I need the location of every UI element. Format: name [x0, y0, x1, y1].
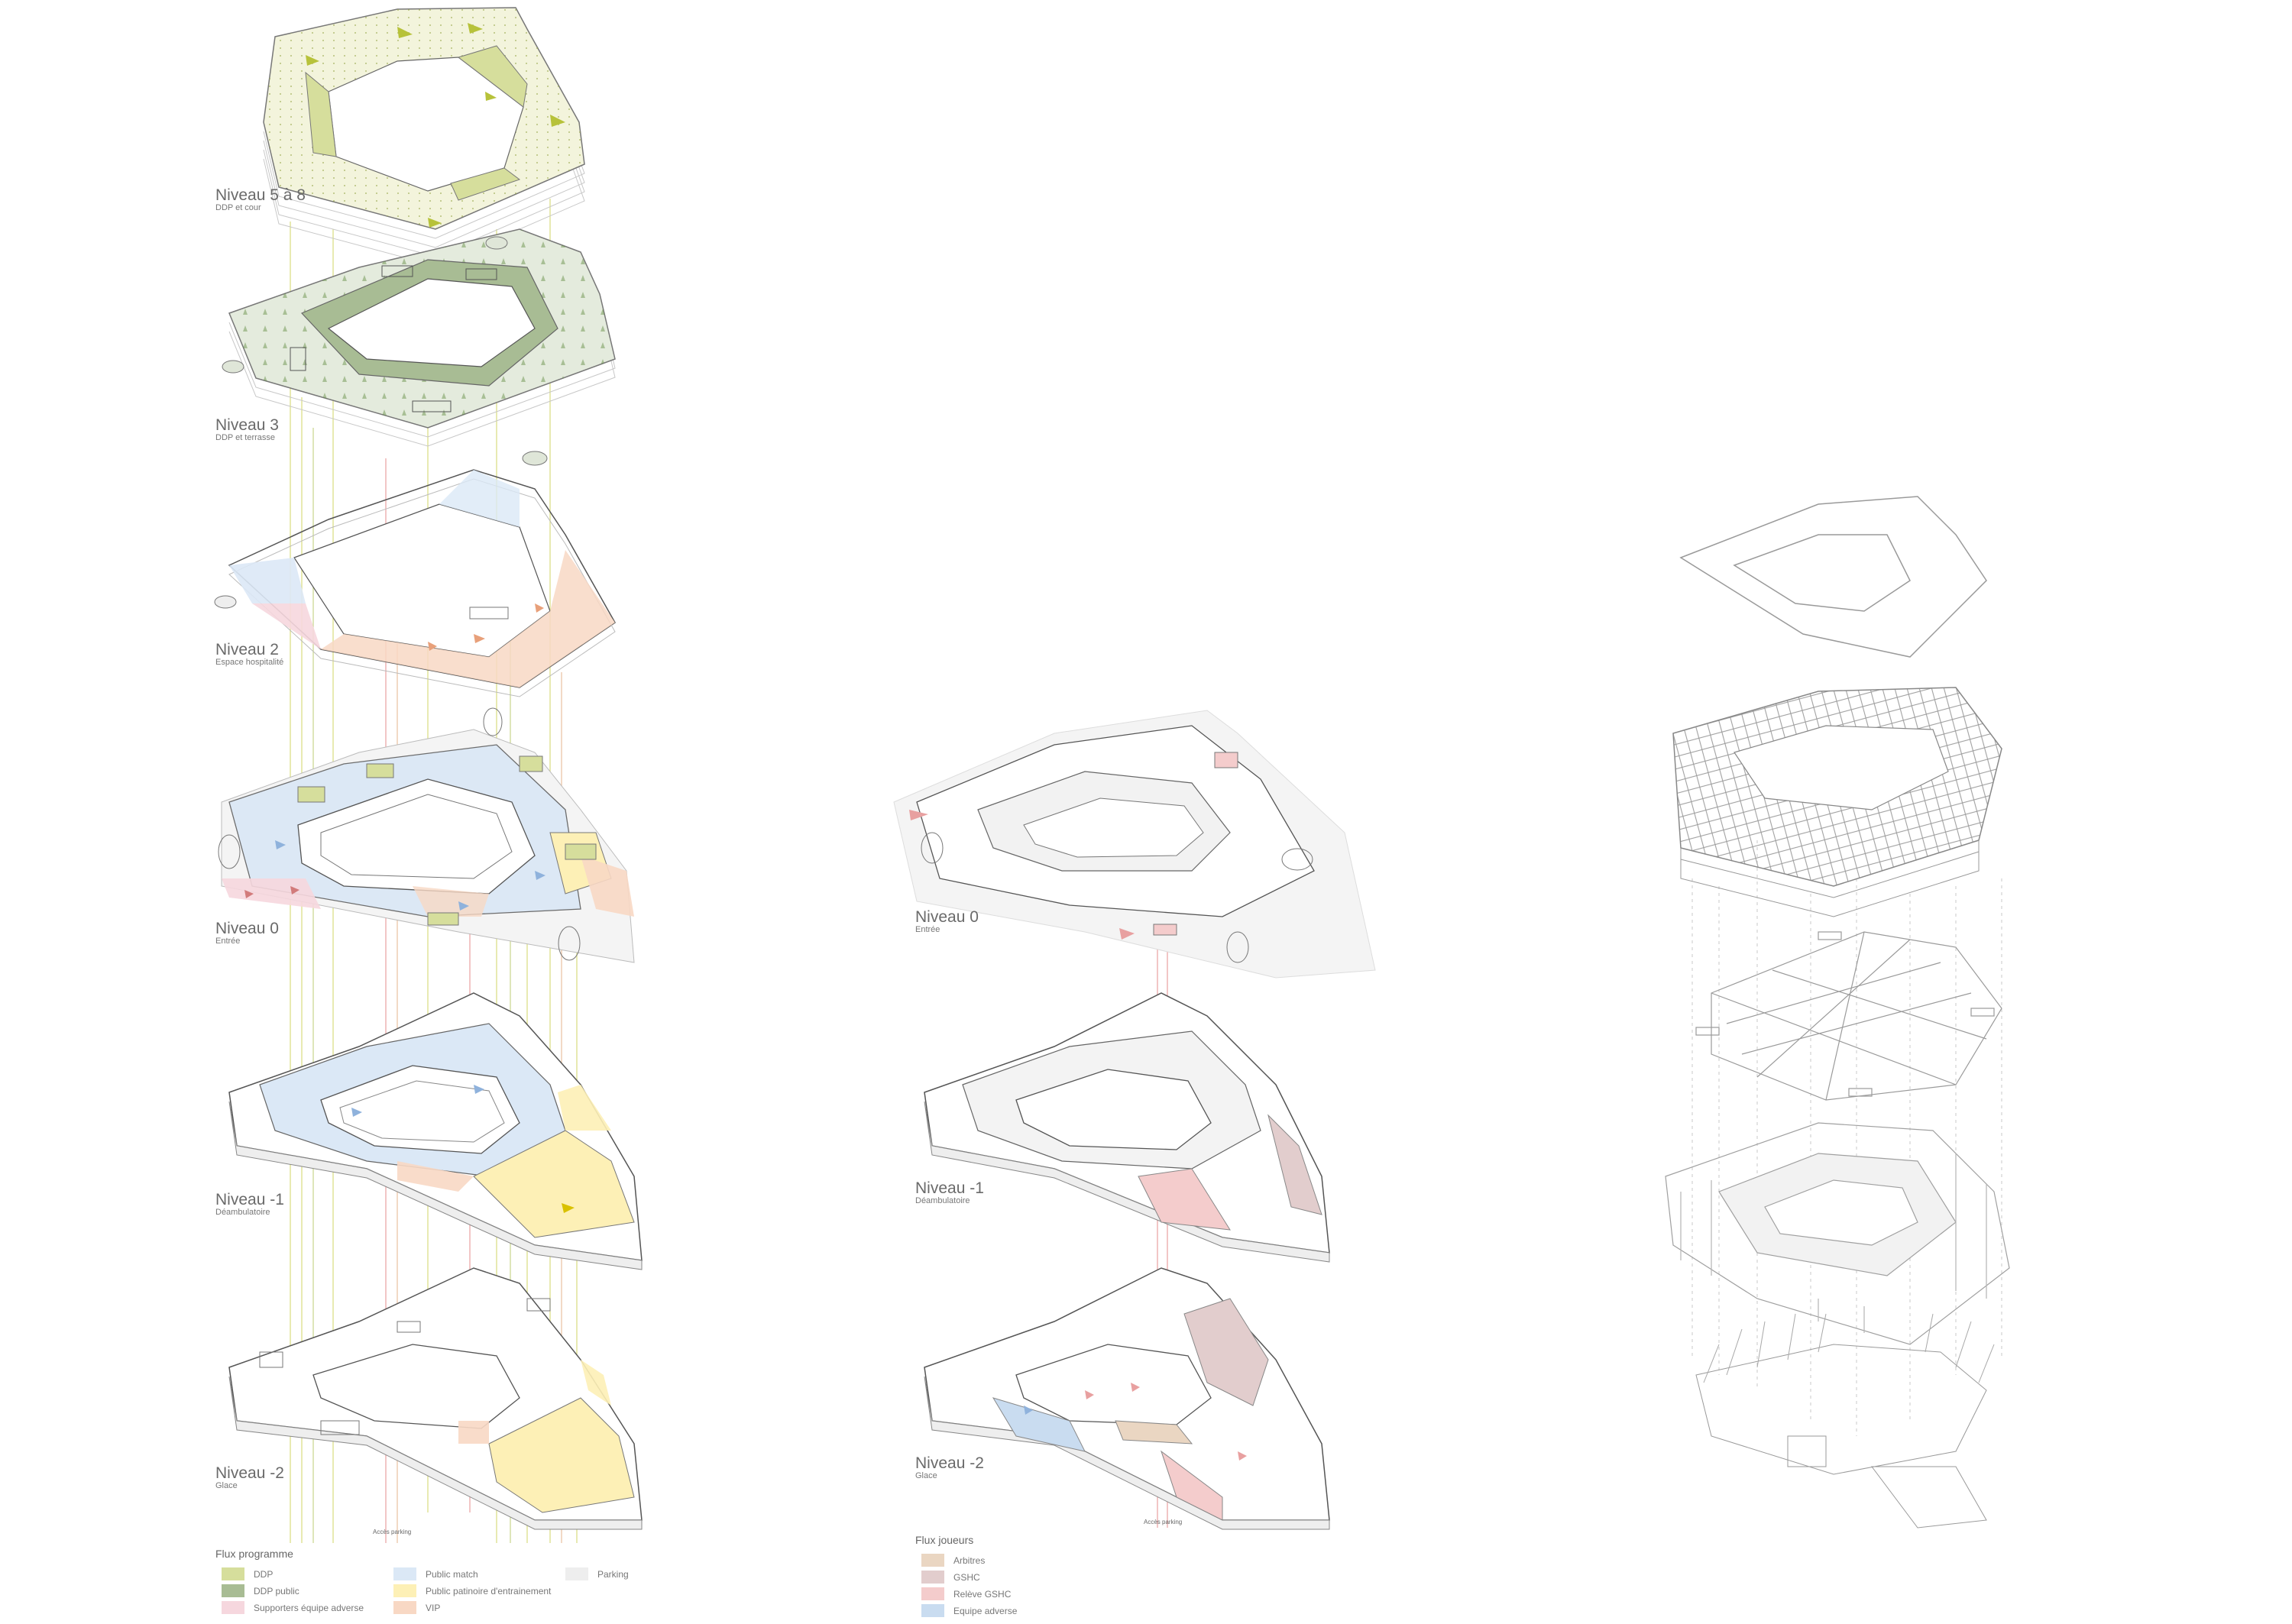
level-title-minus2: Niveau -2 — [215, 1464, 284, 1482]
parking-access-label: Accès parking — [373, 1529, 412, 1535]
legend-label-supporters: Supporters équipe adverse — [254, 1603, 364, 1613]
legend-joueurs-title: Flux joueurs — [915, 1534, 974, 1546]
level-subtitle-5-8: DDP et cour — [215, 203, 261, 212]
level-title-5-8: Niveau 5 à 8 — [215, 186, 306, 204]
legend-label-equipe-adverse: Equipe adverse — [953, 1606, 1018, 1616]
legend-label-gshc: GSHC — [953, 1572, 980, 1583]
level-subtitle-3: DDP et terrasse — [215, 433, 276, 442]
middle-level-subtitle-minus1: Déambulatoire — [915, 1196, 970, 1205]
legend-swatch-ddp — [222, 1567, 244, 1580]
right-foundation-columns — [1695, 1313, 1995, 1529]
vertical-guides-right — [1691, 840, 2002, 1436]
level-subtitle-minus2: Glace — [215, 1481, 238, 1490]
left-level-2-plan — [214, 469, 616, 697]
middle-level-minus1-plan — [924, 992, 1330, 1263]
legend-swatch-parking — [565, 1567, 588, 1580]
level-subtitle-minus1: Déambulatoire — [215, 1208, 270, 1217]
level-subtitle-2: Espace hospitalité — [215, 658, 284, 667]
left-level-5-8-plan — [263, 7, 585, 267]
legend-label-arbitres: Arbitres — [953, 1555, 986, 1566]
level-title-3: Niveau 3 — [215, 416, 279, 434]
middle-level-title-minus2: Niveau -2 — [915, 1454, 984, 1472]
level-title-minus1: Niveau -1 — [215, 1191, 284, 1208]
legend-swatch-equipe-adverse — [921, 1604, 944, 1617]
legend-label-ddp: DDP — [254, 1569, 274, 1580]
legend-swatch-public-patinoire — [393, 1584, 416, 1597]
level-subtitle-0: Entrée — [215, 937, 241, 946]
legend-swatch-public-match — [393, 1567, 416, 1580]
legend-label-public-match: Public match — [426, 1569, 478, 1580]
left-level-0-plan — [218, 707, 635, 963]
legend-label-releve-gshc: Relève GSHC — [953, 1589, 1012, 1600]
middle-level-title-0: Niveau 0 — [915, 908, 979, 926]
middle-level-subtitle-minus2: Glace — [915, 1471, 937, 1480]
legend-swatch-vip — [393, 1601, 416, 1614]
legend-label-parking: Parking — [597, 1569, 629, 1580]
legend-label-vip: VIP — [426, 1603, 441, 1613]
left-level-3-plan — [222, 228, 616, 466]
right-bowl-structure — [1665, 1122, 2010, 1345]
legend-swatch-ddp-public — [222, 1584, 244, 1597]
middle-level-subtitle-0: Entrée — [915, 925, 940, 934]
level-title-0: Niveau 0 — [215, 920, 279, 937]
legend-swatch-supporters — [222, 1601, 244, 1614]
middle-level-title-minus1: Niveau -1 — [915, 1179, 984, 1197]
right-roof-truss — [1695, 931, 2002, 1101]
right-facade-lattice — [1672, 687, 2002, 917]
middle-level-0-plan — [893, 710, 1376, 979]
left-level-minus2-plan — [228, 1267, 643, 1530]
legend-label-public-patinoire: Public patinoire d'entrainement — [426, 1586, 552, 1597]
left-level-minus1-plan — [228, 992, 643, 1270]
legend-swatch-releve-gshc — [921, 1587, 944, 1600]
legend-swatch-gshc — [921, 1571, 944, 1584]
legend-swatch-arbitres — [921, 1554, 944, 1567]
legend-label-ddp-public: DDP public — [254, 1586, 299, 1597]
middle-parking-access-label: Accès parking — [1144, 1519, 1183, 1525]
middle-level-minus2-plan — [924, 1267, 1330, 1530]
legend-programme-title: Flux programme — [215, 1548, 293, 1560]
right-roof-outline — [1679, 496, 1987, 658]
level-title-2: Niveau 2 — [215, 641, 279, 658]
